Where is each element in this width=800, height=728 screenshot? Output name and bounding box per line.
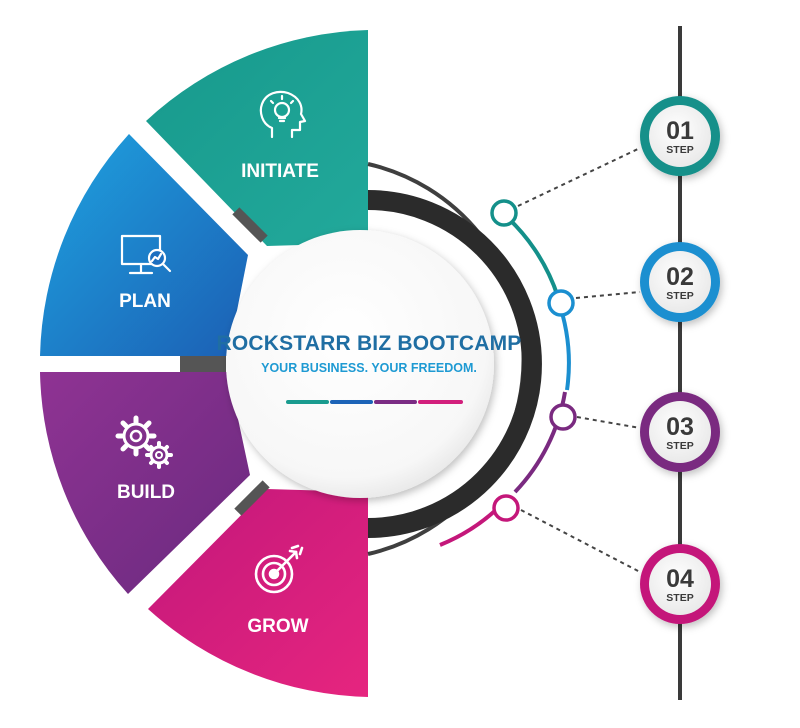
step-word: STEP: [666, 440, 693, 452]
step-badge-02: 02 STEP: [640, 242, 720, 322]
divider-bar: [180, 356, 226, 372]
segment-grow: [148, 489, 368, 697]
connector-step-03: [576, 416, 641, 429]
arc-node-03: [549, 403, 577, 431]
step-badge-01: 01 STEP: [640, 96, 720, 176]
step-badge-04: 04 STEP: [640, 544, 720, 624]
segment-build: [40, 372, 250, 594]
arc-node-01: [490, 199, 518, 227]
divider-bar: [232, 207, 268, 243]
step-number: 01: [666, 117, 694, 145]
center-circle: [226, 230, 494, 498]
target-arrow-icon: [254, 544, 304, 594]
step-arc-purple: [513, 391, 567, 494]
step-badge-03: 03 STEP: [640, 392, 720, 472]
step-word: STEP: [666, 144, 693, 156]
head-lightbulb-icon: [259, 90, 307, 139]
arc-node-02: [547, 289, 575, 317]
step-number: 02: [666, 263, 694, 291]
segment-label-build: BUILD: [117, 482, 175, 503]
step-number: 03: [666, 413, 694, 441]
step-word: STEP: [666, 290, 693, 302]
divider-bar: [234, 480, 270, 516]
segment-plan: [40, 134, 248, 356]
inner-dark-arc: [367, 190, 542, 538]
step-word: STEP: [666, 592, 693, 604]
connector-step-02: [575, 291, 641, 299]
connector-step-01: [517, 147, 641, 207]
segment-initiate: [146, 30, 368, 246]
step-number: 04: [666, 565, 694, 593]
gears-icon: [115, 415, 173, 469]
center-subtitle: YOUR BUSINESS. YOUR FREEDOM.: [261, 361, 477, 375]
connector-step-04: [520, 509, 641, 573]
segment-label-plan: PLAN: [119, 291, 171, 312]
segment-label-grow: GROW: [247, 616, 308, 637]
monitor-magnifier-icon: [120, 234, 172, 275]
center-title: ROCKSTARR BIZ BOOTCAMP: [217, 332, 522, 355]
segment-label-initiate: INITIATE: [241, 161, 319, 182]
arc-node-04: [492, 494, 520, 522]
